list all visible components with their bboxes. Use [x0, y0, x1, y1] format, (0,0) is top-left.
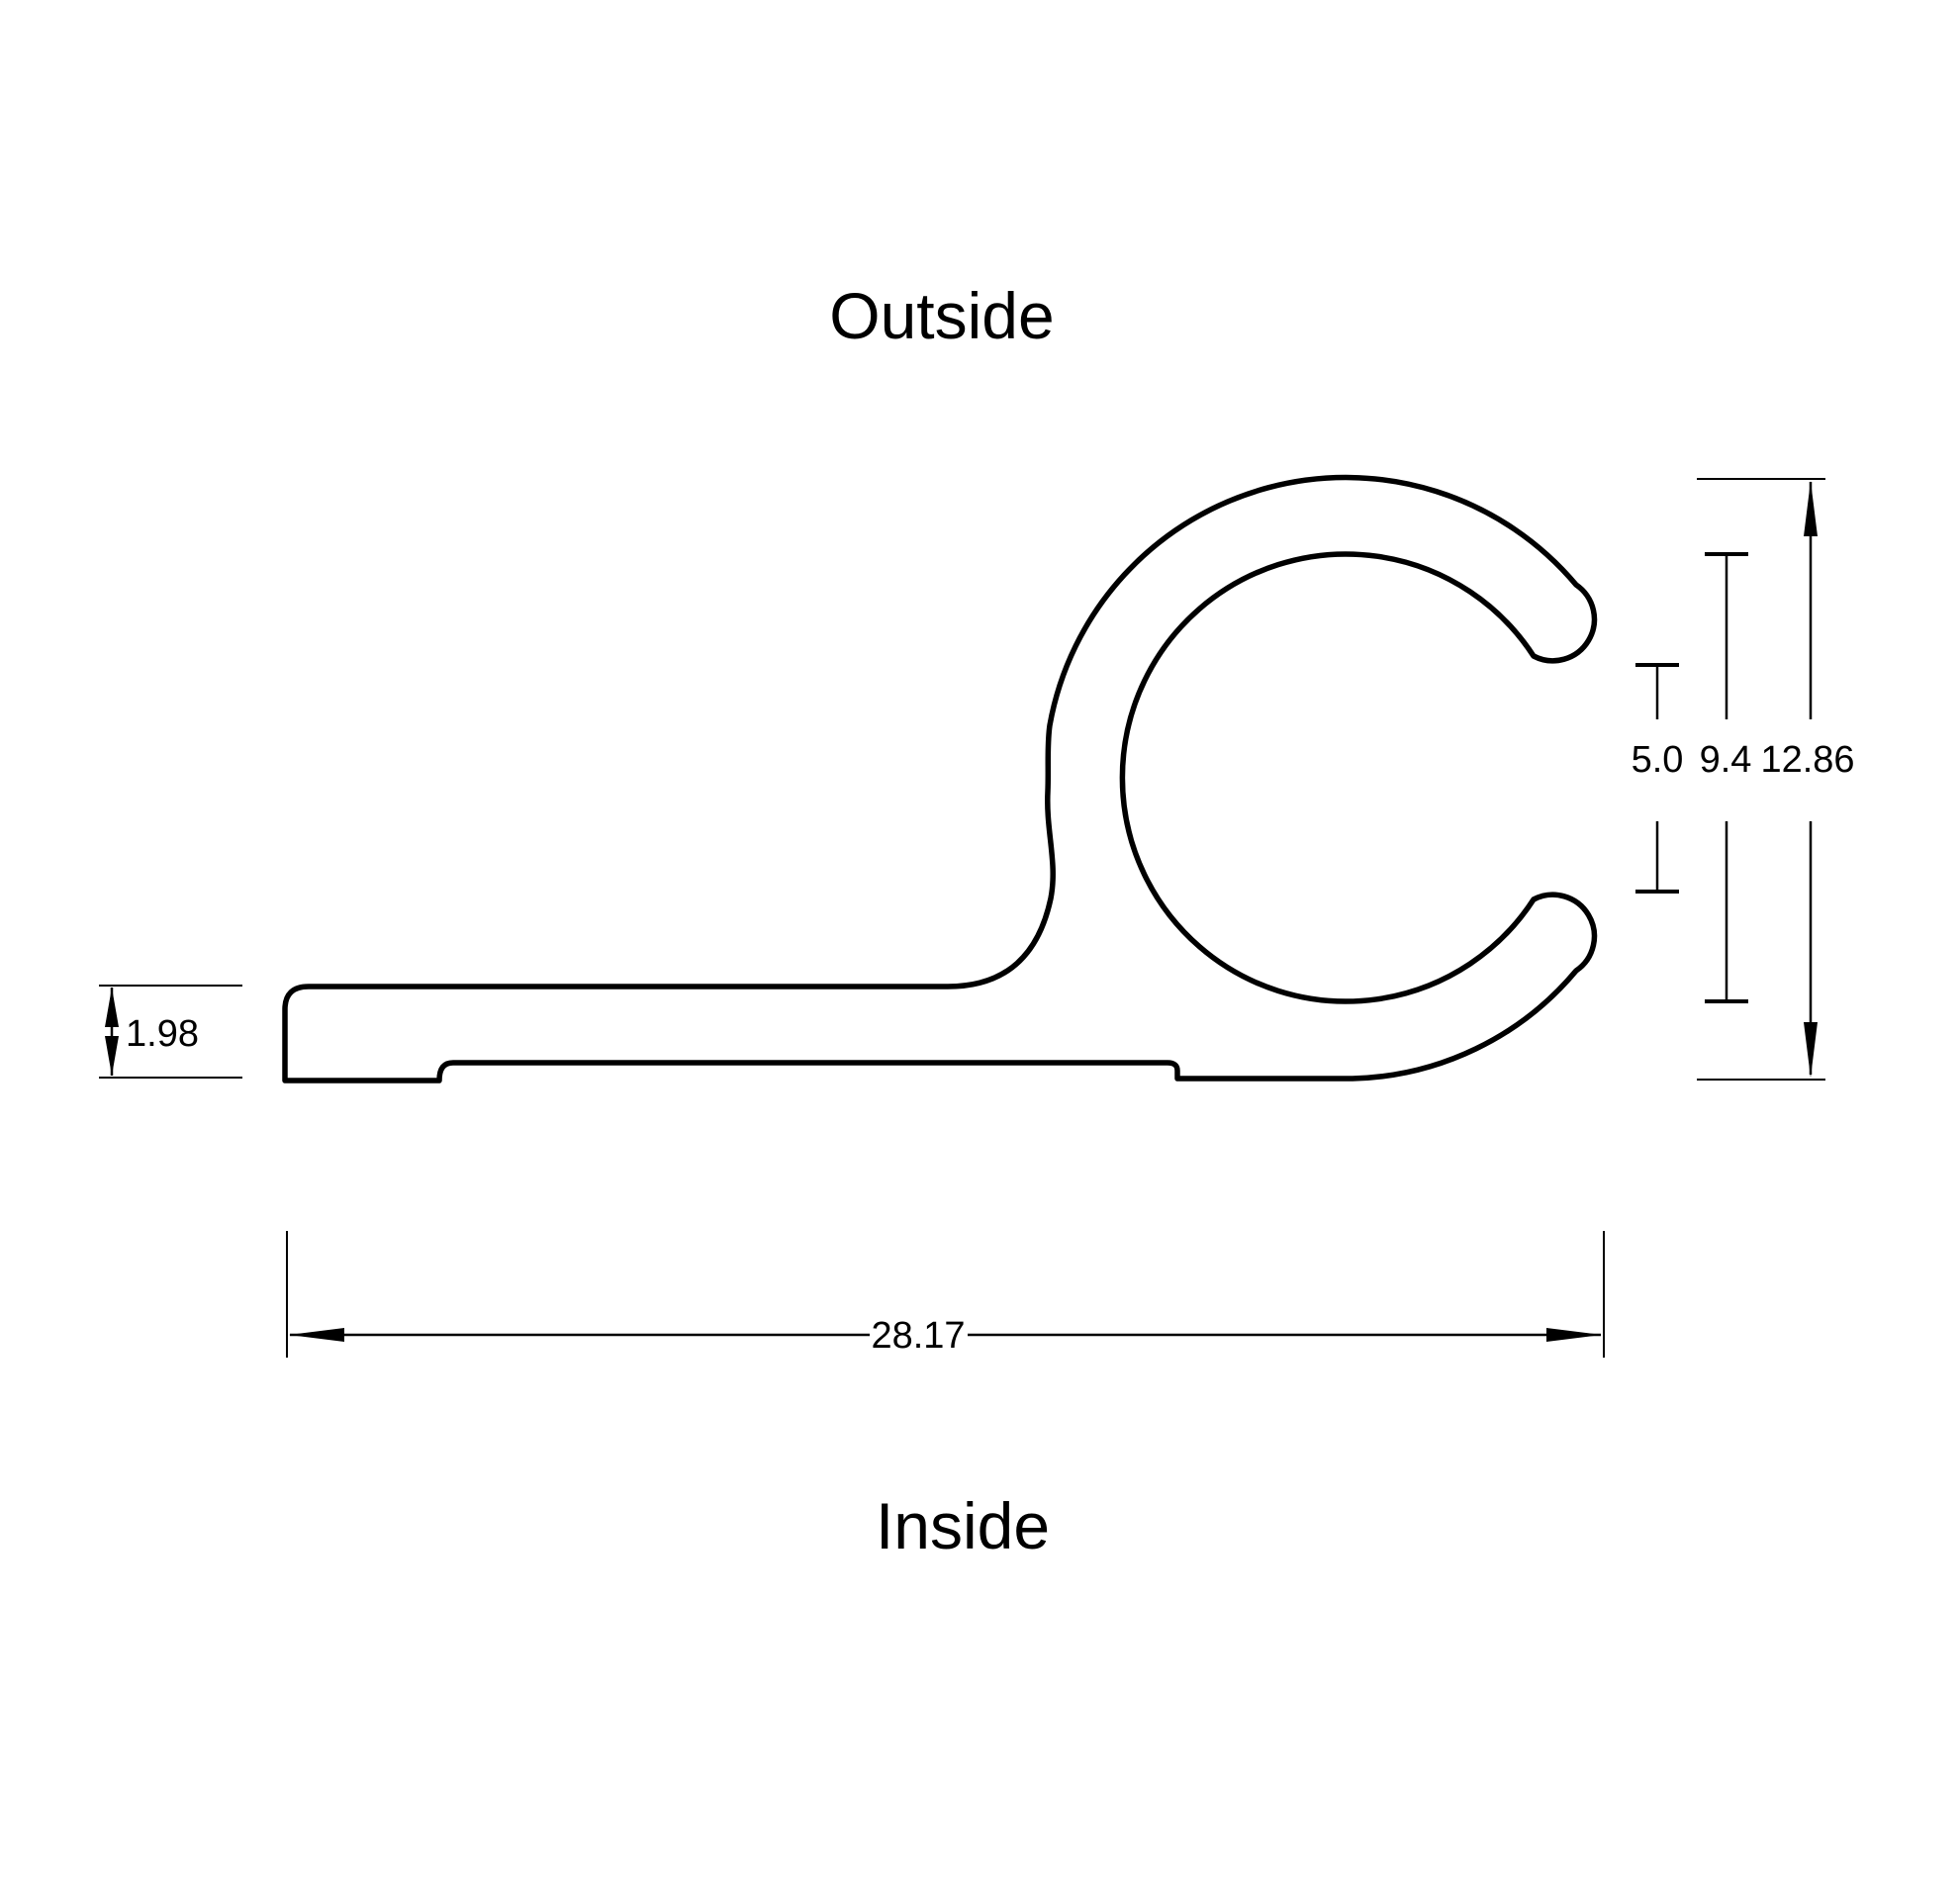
outside-label: Outside	[829, 279, 1054, 352]
arrow-up-icon	[105, 988, 119, 1027]
dimension-overall-width: 28.17	[286, 1231, 1605, 1358]
dimension-foot-thickness: 1.98	[99, 985, 242, 1079]
arrow-up-icon	[1804, 481, 1818, 536]
arrow-right-icon	[1546, 1328, 1602, 1342]
dim-foot-thickness-label: 1.98	[126, 1013, 199, 1055]
arrow-left-icon	[289, 1328, 344, 1342]
dim-overall-height-label: 12.86	[1760, 739, 1854, 781]
inside-label: Inside	[876, 1489, 1050, 1562]
dimension-inner-diameter: 9.4	[1700, 552, 1752, 1003]
dimension-overall-height: 12.86	[1697, 478, 1855, 1081]
dim-overall-width-label: 28.17	[871, 1315, 965, 1357]
extrusion-profile-outline	[282, 474, 1598, 1084]
arrow-down-icon	[105, 1036, 119, 1076]
dim-inner-diameter-label: 9.4	[1700, 739, 1752, 781]
dim-opening-gap-label: 5.0	[1632, 739, 1684, 781]
arrow-down-icon	[1804, 1022, 1818, 1078]
dimension-opening-gap: 5.0	[1632, 663, 1684, 894]
